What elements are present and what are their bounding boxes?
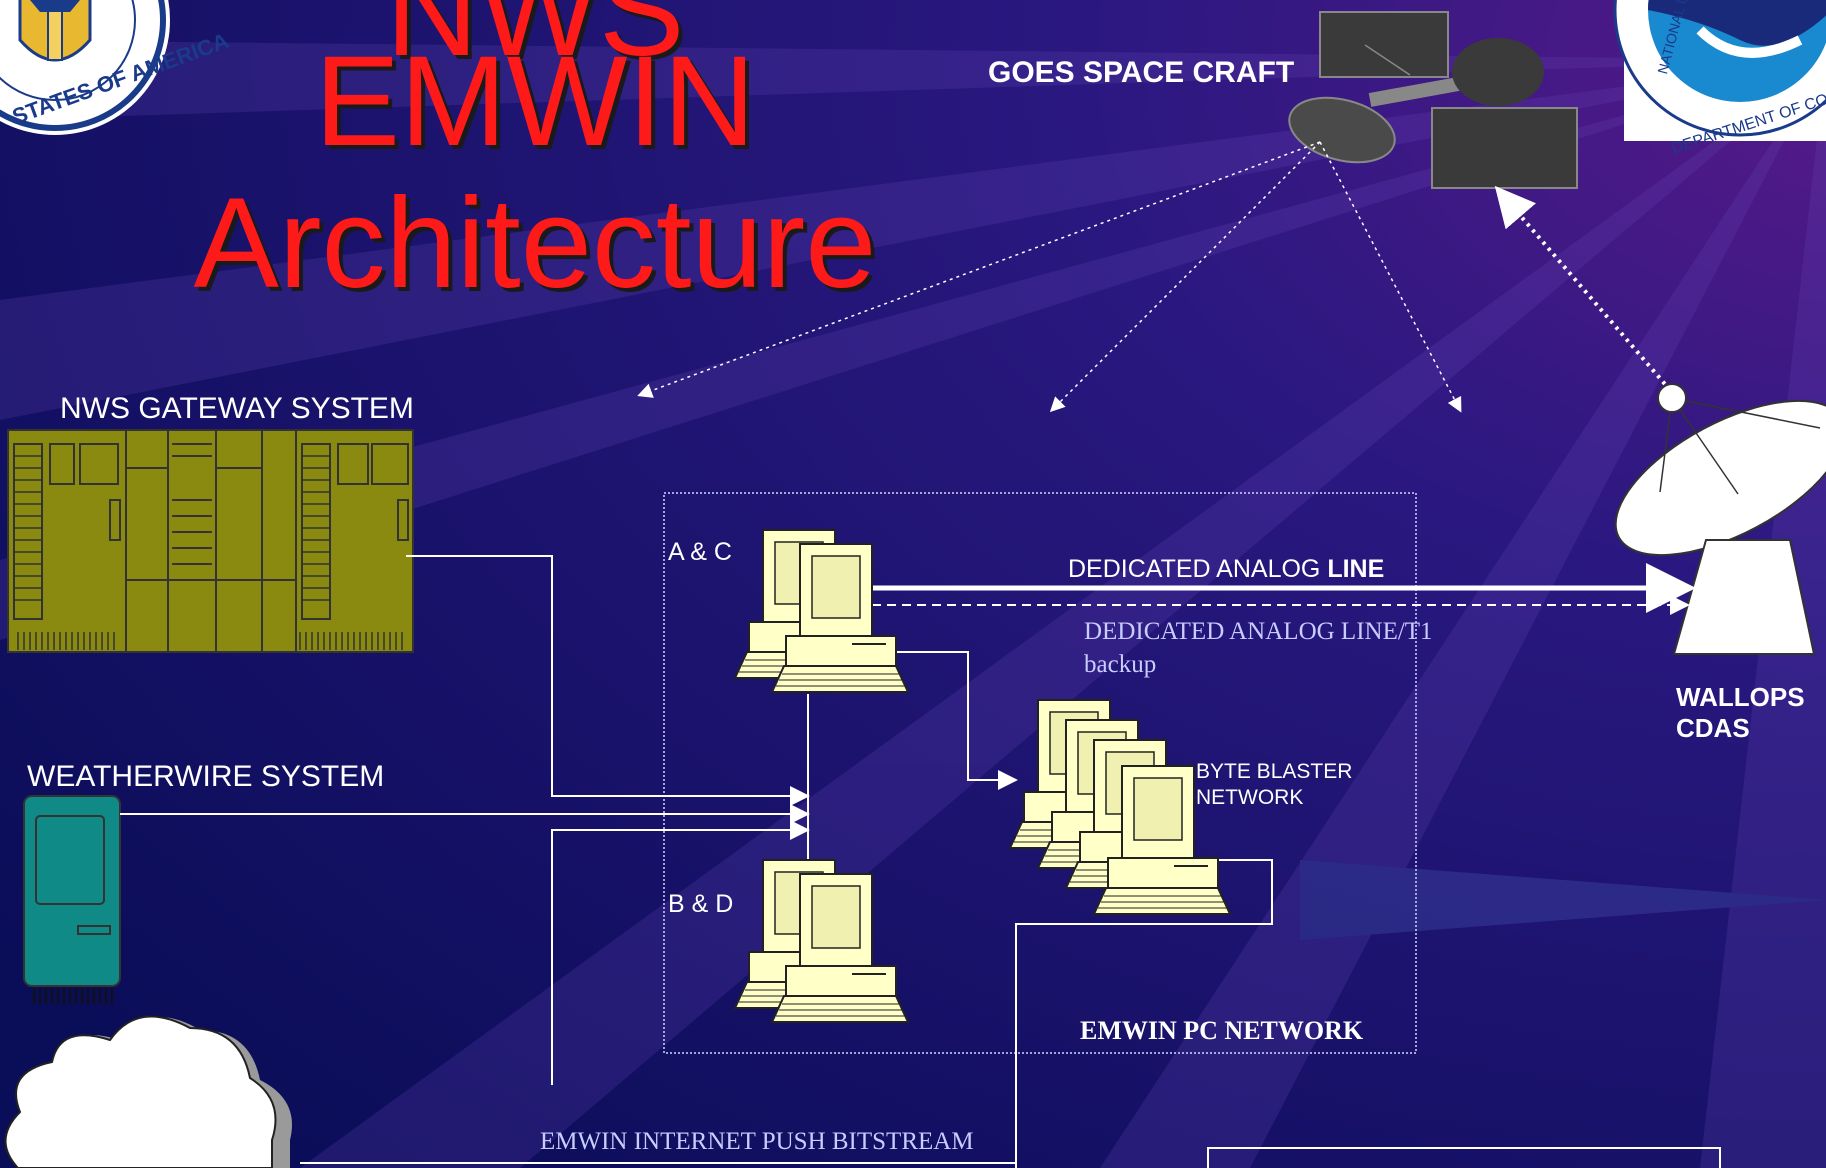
emwin-pc-network-box: [663, 492, 1417, 1054]
noaa-seal-logo: DEPARTMENT OF COMMERCE NATIONAL U.S.: [1613, 0, 1826, 158]
byte-blaster-label-1: BYTE BLASTER: [1196, 760, 1353, 783]
ac-label: A & C: [668, 538, 732, 566]
byte-blaster-label-2: NETWORK: [1196, 786, 1304, 809]
backup-line-label-1: DEDICATED ANALOG LINE/T1: [1084, 618, 1433, 645]
goes-satellite-icon: [1288, 11, 1578, 189]
background-rays: [0, 40, 1826, 1168]
satellite-downlink-arrows: [637, 141, 1462, 413]
gateway-label: NWS GATEWAY SYSTEM: [60, 392, 414, 425]
analog-line-bold: LINE: [1327, 555, 1385, 583]
uplink-arrow: [1494, 185, 1672, 392]
goes-label: GOES SPACE CRAFT: [988, 56, 1295, 89]
legend-box: [1207, 1147, 1721, 1168]
bd-label: B & D: [668, 890, 734, 918]
weatherwire-system-icon: [23, 795, 121, 1004]
connection-lines: [120, 555, 1696, 1168]
backup-line-label-2: backup: [1084, 651, 1157, 678]
internet-cloud-icon: [4, 1015, 293, 1168]
pc-network-label: EMWIN PC NETWORK: [1080, 1016, 1364, 1045]
analog-line-prefix: DEDICATED ANALOG: [1068, 555, 1328, 583]
title-line-3: Architecture: [193, 172, 877, 315]
weatherwire-label: WEATHERWIRE SYSTEM: [27, 760, 385, 793]
internet-push-label: EMWIN INTERNET PUSH BITSTREAM: [540, 1128, 974, 1155]
title-line-2: EMWIN: [314, 30, 756, 173]
analog-line-label: DEDICATED ANALOG LINE: [1068, 555, 1384, 584]
wallops-dish-icon: [1614, 383, 1826, 655]
wallops-label-1: WALLOPS: [1676, 682, 1805, 712]
wallops-label-2: CDAS: [1676, 713, 1750, 743]
nws-gateway-system-icon: [7, 429, 414, 653]
title-line-1: NWS: [385, 0, 685, 83]
